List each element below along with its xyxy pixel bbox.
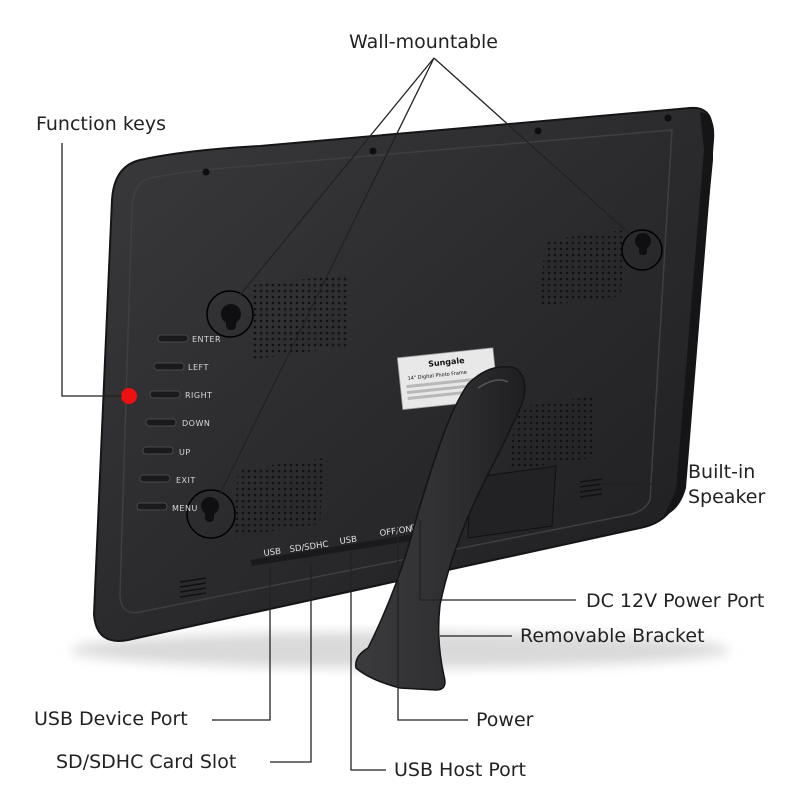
speaker-grille-bottom-right: [510, 396, 596, 470]
port-label-usb-device: USB: [263, 547, 282, 559]
callout-usb-device-port: USB Device Port: [34, 708, 188, 730]
key-label-up: UP: [179, 448, 191, 457]
port-label-usb-host: USB: [339, 535, 358, 547]
speaker-grille-bottom-left: [233, 458, 324, 537]
callout-lines: [61, 57, 678, 771]
speaker-grille-top-left: [250, 274, 350, 360]
stand-hinge-block: [467, 465, 557, 539]
callout-power: Power: [476, 709, 534, 731]
frame-bevel: [119, 129, 673, 614]
callout-built-in-speaker: Built-in Speaker: [688, 461, 766, 508]
callout-sd-card-slot: SD/SDHC Card Slot: [56, 751, 237, 773]
callout-dc-power-port: DC 12V Power Port: [586, 590, 765, 612]
keyhole-mount-left-top: [206, 290, 254, 338]
key-label-down: DOWN: [182, 419, 210, 428]
bracket-highlight: [477, 379, 509, 389]
keyhole-mount-left-bottom: [186, 489, 236, 539]
callout-function-keys: Function keys: [36, 113, 167, 135]
key-label-exit: EXIT: [176, 476, 196, 485]
port-strip: [250, 530, 442, 566]
speaker-grille-top-right: [540, 230, 625, 306]
speaker-slots-bottom-right: [579, 478, 603, 498]
key-label-menu: MENU: [172, 504, 198, 513]
callout-removable-bracket: Removable Bracket: [520, 625, 705, 647]
top-screws: [202, 114, 672, 176]
callout-usb-host-port: USB Host Port: [394, 759, 527, 781]
speaker-slots-bottom-left: [179, 577, 207, 598]
function-keys-red-dot: [121, 388, 137, 404]
frame-side-edge: [664, 112, 715, 516]
port-label-power-switch: OFF/ON: [379, 525, 412, 539]
function-key-strip: ENTER LEFT RIGHT DOWN UP EXIT MENU: [136, 334, 221, 513]
key-label-left: LEFT: [188, 363, 209, 372]
keyhole-mount-right-top: [621, 229, 663, 271]
key-label-enter: ENTER: [192, 335, 221, 344]
callout-wall-mountable: Wall-mountable: [349, 31, 498, 53]
key-label-right: RIGHT: [185, 391, 213, 400]
product-brand: Sungale: [428, 356, 466, 369]
